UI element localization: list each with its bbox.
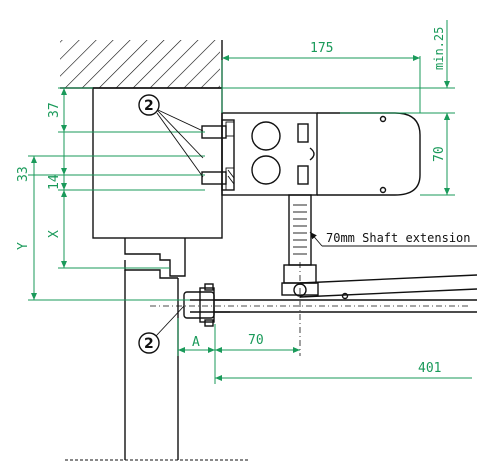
callout-bottom-number: 2	[144, 336, 154, 352]
dim-y: Y	[16, 242, 31, 250]
dim-175: 175	[310, 41, 333, 56]
center-lines	[150, 262, 470, 356]
arm-shoe	[183, 283, 230, 327]
dim-401: 401	[418, 361, 441, 376]
door-frame	[65, 238, 250, 461]
dim-min-25: min.25	[432, 27, 446, 70]
callout-bottom: 2	[138, 305, 185, 354]
dimension-labels: 175 min.25 70 37 33 14 X Y A 70 401	[16, 27, 447, 376]
closer-body	[201, 112, 421, 196]
dim-37: 37	[47, 102, 62, 118]
closer-arm	[190, 274, 477, 313]
dim-a: A	[192, 335, 200, 350]
callout-top: 2	[138, 94, 204, 178]
callout-top-number: 2	[144, 98, 154, 114]
dim-x: X	[47, 230, 62, 238]
ceiling-hatch	[60, 40, 223, 89]
dim-33: 33	[16, 166, 31, 182]
dim-14: 14	[47, 174, 62, 190]
dim-70-horizontal: 70	[248, 333, 264, 348]
shaft-extension-label: 70mm Shaft extension	[326, 231, 471, 245]
shaft-annotation: 70mm Shaft extension	[309, 231, 477, 247]
dimension-lines	[28, 20, 472, 384]
dim-70-vertical: 70	[432, 146, 447, 162]
